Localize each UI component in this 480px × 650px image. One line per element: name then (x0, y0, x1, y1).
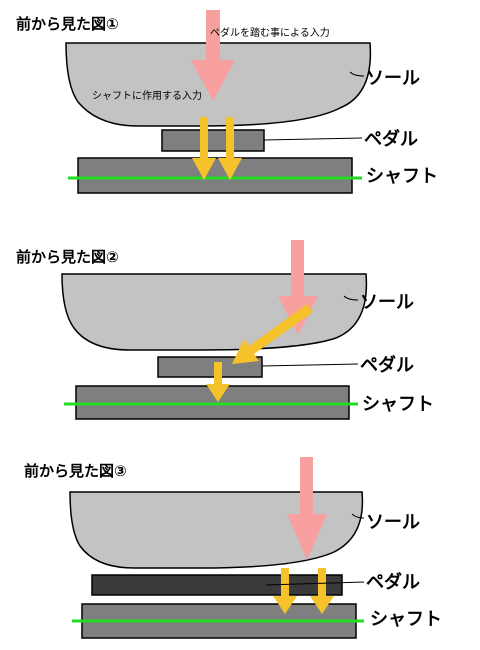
panel-3-pedal (91, 574, 343, 596)
panel-1: 前から見た図① ペダルを踏む事による入力 シャフトに作用する入力 ソール ペダル… (16, 10, 438, 194)
panel-1-shaft (77, 157, 353, 194)
panel-2-sole (61, 273, 368, 351)
panel-3-shaft-force-arrow-left (273, 568, 297, 614)
panel-3-title: 前から見た図③ (24, 462, 127, 480)
panel-1-sole-label: ソール (366, 68, 420, 89)
panel-1-shaft-force-arrow-left (192, 117, 216, 180)
panel-1-pedal (161, 129, 265, 152)
panel-3-sole-leader (351, 513, 365, 519)
panel-3-pedal-force-arrow (287, 457, 327, 560)
panel-2: 前から見た図② ソール ペダル シャフト (16, 240, 434, 420)
panel-1-pedal-force-annotation: ペダルを踏む事による入力 (210, 26, 330, 39)
panel-1-pedal-leader (263, 137, 363, 141)
panel-1-pedal-force-arrow (191, 10, 235, 101)
panel-3: 前から見た図③ ソール ペダル シャフト (24, 457, 442, 639)
panel-1-pedal-label: ペダル (364, 128, 418, 150)
panel-2-title: 前から見た図② (16, 248, 119, 266)
panel-1-shaft-label: シャフト (366, 166, 438, 187)
panel-2-shaft-label: シャフト (362, 394, 434, 415)
panel-3-shaft-force-arrow-right (310, 568, 334, 614)
panel-3-pedal-leader (265, 581, 365, 586)
panel-3-sole-label: ソール (366, 512, 420, 533)
panel-1-shaft-force-annotation: シャフトに作用する入力 (92, 89, 202, 102)
panel-1-shaft-force-arrow-right (218, 117, 242, 180)
panel-2-sole-leader (343, 295, 359, 301)
panel-1-title: 前から見た図① (16, 15, 119, 33)
panel-3-shaft-label: シャフト (370, 609, 442, 630)
panel-2-diagonal-force-arrow (232, 304, 313, 364)
panel-3-pedal-label: ペダル (366, 571, 420, 593)
panel-2-sole-label: ソール (360, 292, 414, 313)
panel-2-pedal-label: ペダル (360, 354, 414, 376)
panel-3-sole (69, 491, 364, 569)
panel-2-shaft-force-arrow (206, 362, 230, 402)
panel-1-sole-leader (349, 71, 365, 77)
panel-2-pedal-leader (261, 363, 359, 367)
